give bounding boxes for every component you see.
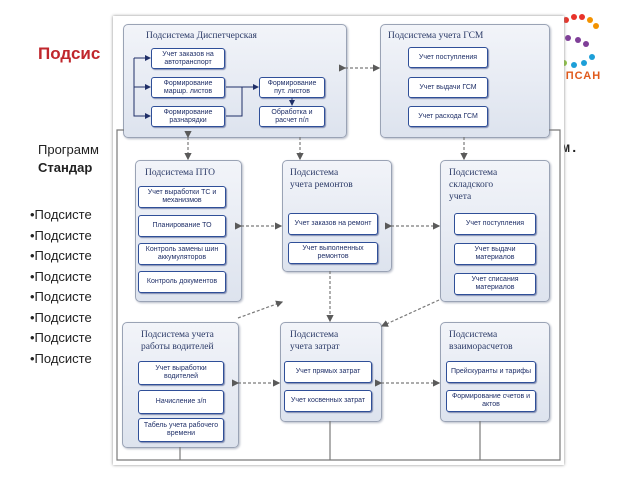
- panel-repairs-title-2: учета ремонтов: [290, 180, 353, 190]
- box-timesheet: Табель учета рабочего времени: [138, 418, 224, 442]
- intro-text-line-2: Стандар: [38, 160, 93, 175]
- box-fuel-issue: Учет выдачи ГСМ: [408, 77, 488, 98]
- box-document-control: Контроль документов: [138, 271, 226, 293]
- bullet-item: •Подсисте: [30, 350, 92, 366]
- box-invoices: Формирование счетов и актов: [446, 390, 536, 412]
- panel-fuel-title: Подсистема учета ГСМ: [388, 31, 484, 41]
- bullet-item: •Подсисте: [30, 248, 92, 263]
- box-vehicle-output: Учет выработки ТС и механизмов: [138, 186, 226, 208]
- box-allocation: Формирование разнарядки: [151, 106, 225, 127]
- box-maintenance-planning: Планирование ТО: [138, 215, 226, 237]
- box-price-lists: Прейскуранты и тарифы: [446, 361, 536, 383]
- box-repair-orders: Учет заказов на ремонт: [288, 213, 378, 235]
- bullet-item: •Подсисте: [30, 268, 92, 284]
- panel-warehouse-title-1: Подсистема: [449, 168, 498, 178]
- box-waybill-processing: Обработка и расчет п/л: [259, 106, 325, 127]
- panel-repairs-title-1: Подсистема: [290, 168, 339, 178]
- bullet-list: •Подсисте •Подсисте •Подсисте •Подсисте …: [30, 205, 92, 369]
- bullet-item: •Подсисте: [30, 227, 92, 243]
- box-material-receipt: Учет поступления: [454, 213, 536, 235]
- box-route-sheets: Формирование маршр. листов: [151, 77, 225, 98]
- panel-warehouse-title-2: складского: [449, 180, 494, 190]
- slide-title: Подсис: [38, 44, 101, 63]
- box-tire-battery-control: Контроль замены шин аккумуляторов: [138, 243, 226, 265]
- panel-pto-title: Подсистема ПТО: [145, 168, 215, 178]
- panel-drivers-title-2: работы водителей: [141, 342, 214, 352]
- box-waybills: Формирование пут. листов: [259, 77, 325, 98]
- panel-settlements-title-1: Подсистема: [449, 330, 498, 340]
- bullet-item: •Подсисте: [30, 330, 92, 345]
- box-payroll: Начисление з/п: [138, 390, 224, 414]
- box-fuel-consumption: Учет расхода ГСМ: [408, 106, 488, 127]
- bullet-item: •Подсисте: [30, 289, 92, 304]
- intro-text-line: Программ: [38, 142, 99, 157]
- panel-warehouse-title-3: учета: [449, 192, 472, 202]
- panel-settlements-title-2: взаиморасчетов: [449, 342, 513, 352]
- box-material-writeoff: Учет списания материалов: [454, 273, 536, 295]
- box-transport-orders: Учет заказов на автотранспорт: [151, 48, 225, 69]
- box-material-issue: Учет выдачи материалов: [454, 243, 536, 265]
- panel-costs-title-1: Подсистема: [290, 330, 339, 340]
- bullet-item: •Подсисте: [30, 309, 92, 325]
- panel-dispatch-title: Подсистема Диспетчерская: [146, 31, 257, 41]
- box-driver-output: Учет выработки водителей: [138, 361, 224, 385]
- box-fuel-receipt: Учет поступления: [408, 47, 488, 68]
- box-direct-costs: Учет прямых затрат: [284, 361, 372, 383]
- panel-costs-title-2: учета затрат: [290, 342, 340, 352]
- box-completed-repairs: Учет выполненных ремонтов: [288, 242, 378, 264]
- box-indirect-costs: Учет косвенных затрат: [284, 390, 372, 412]
- panel-drivers-title-1: Подсистема учета: [141, 330, 214, 340]
- bullet-item: •Подсисте: [30, 207, 92, 222]
